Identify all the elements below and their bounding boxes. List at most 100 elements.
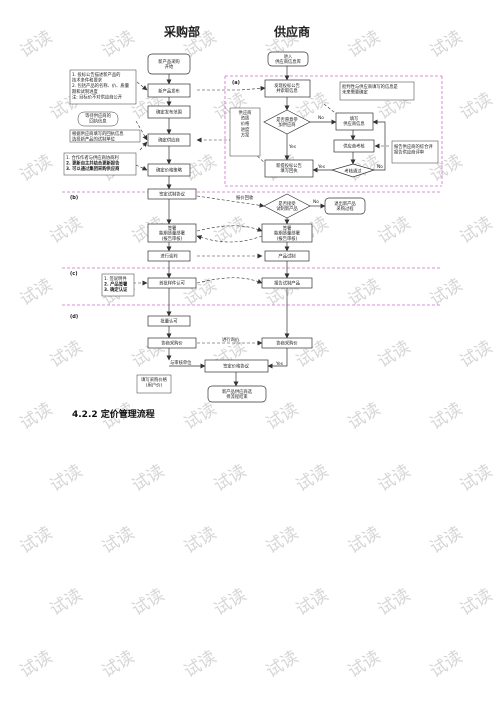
note-n7-line: 资质 — [241, 115, 250, 122]
node-bid-submit-text: 填写回执 — [280, 167, 298, 174]
node-diamond-pass-text: 考核通过 — [344, 168, 362, 175]
section-label-c: (c) — [70, 271, 78, 277]
edge-label-yes3: Yes — [275, 361, 284, 367]
note-n9-line: 填写采购价格 — [141, 376, 167, 383]
node-done-text: 新产品供应商选 — [222, 388, 253, 395]
node-sample-deal — [147, 188, 197, 200]
note-n8-line: 3. 确定认证 — [104, 286, 128, 293]
node-start-text: 新产品采购 — [158, 58, 179, 65]
node-left-purchase — [147, 337, 197, 349]
node-left-quality-text: 签署 — [168, 224, 177, 231]
section-title: 4.2.2 定价管理流程 — [72, 410, 155, 420]
note-n4-line: 1. 合作作者与供应商协商利 — [66, 154, 119, 161]
note-n3-line: 根据供应商填写的回执信息 — [72, 130, 124, 137]
node-left-approve-text: 首批样件认可 — [159, 280, 185, 287]
note-n1-line: 期和试制进度 — [72, 88, 98, 95]
edge-label-reg-info: 报价回收 — [236, 194, 254, 201]
note-n4-line: 3. 可以通过集团采购供应商 — [66, 165, 120, 172]
edge-label-no2: No — [377, 164, 383, 170]
header-procurement: 采购部 — [163, 24, 200, 39]
note-n7-line: 价格 — [241, 120, 250, 127]
node-terminate-text: 退出新产品 — [334, 200, 355, 207]
node-right-quality-text: 签署 — [283, 224, 292, 231]
edge-label-yes2: Yes — [317, 164, 326, 170]
node-product-trial-text: 产品试制 — [278, 253, 295, 260]
node-test-supply-text: 进行谈判 — [160, 253, 177, 260]
node-left-purchase-text: 协商采购价 — [161, 340, 183, 347]
node-left-quality-text: 能期质量部署 — [159, 230, 185, 237]
node-batch-approve — [147, 315, 191, 327]
node-batch-approve-text: 批量认可 — [160, 318, 178, 325]
node-diamond-interest — [263, 109, 311, 135]
note-n5-line: 批判性与供应商填写的信息是 — [342, 83, 399, 90]
note-n7-line: 供应商 — [239, 109, 253, 116]
node-notice-text: 供应商信息库 — [275, 58, 301, 65]
node-left-quality-text: (报告审核) — [162, 235, 183, 242]
node-diamond-accept-text: 试制新产品 — [276, 205, 297, 212]
edge-label-sample-price: 与审核单位 — [170, 359, 192, 366]
node-right-report — [261, 277, 313, 289]
note-n2-line: 等待供应商的 — [85, 112, 111, 119]
edge-label-no1: No — [318, 115, 324, 121]
node-confirm-sample-deal-text: 签定试制协议 — [159, 191, 185, 198]
node-left-approve — [147, 277, 197, 289]
node-terminate-text: 采购过程 — [336, 205, 354, 212]
node-confirm-supplier-text: 确定供应商 — [158, 137, 180, 144]
node-sign-price-text: 签定价格协议 — [223, 363, 249, 370]
note-n9-line: (用户价) — [146, 382, 163, 389]
node-confirm-range — [147, 105, 191, 119]
note-n5-line: 未来需要确定 — [342, 89, 368, 96]
node-release — [147, 83, 191, 98]
section-label-b: (b) — [70, 195, 78, 201]
note-n1-line: 2. 包括产品的名称、价、质量 — [72, 82, 130, 89]
node-assess-text: 供应商考核 — [343, 143, 365, 150]
note-n1-line: 技术条件和要求 — [72, 77, 103, 84]
node-test-supply — [147, 250, 191, 262]
node-right-purchase — [261, 337, 313, 349]
procurement-boxes — [147, 53, 269, 403]
node-diamond-interest-text: 是否愿意参 — [276, 116, 298, 123]
node-right-purchase-text: 协商采购价 — [276, 340, 298, 347]
edge-label-yes1: Yes — [288, 144, 297, 150]
node-release-text: 新产品发布 — [158, 88, 180, 95]
node-confirm-supplier — [147, 133, 191, 147]
node-diamond-accept — [263, 193, 311, 219]
node-right-quality — [261, 223, 313, 243]
supplier-boxes — [261, 51, 376, 349]
node-right-report-text: 报告试制产品 — [274, 280, 300, 287]
flow-connectors — [166, 66, 386, 387]
node-diamond-pass — [330, 163, 376, 178]
note-n1-line: 1. 投标公告描述新产品的 — [72, 71, 120, 78]
node-fill-info-text: 供应商信息 — [343, 120, 365, 127]
note-n4-line: 2. 更新自主并结合更新报告 — [66, 160, 120, 167]
node-right-quality-text: 能期质量部署 — [274, 230, 300, 237]
node-terminate — [324, 197, 366, 215]
section-label-d: (d) — [70, 314, 78, 320]
node-product-trial — [264, 250, 310, 262]
node-sign-price — [204, 359, 269, 373]
node-labels: 新产品采购开始进入供应商信息库新产品发布发现投标公告并索取信息确定发布范围填写供… — [156, 53, 365, 400]
node-bid-submit-text: 新提投标公告 — [276, 162, 302, 169]
node-supplier-collect-text: 并索取信息 — [276, 87, 298, 94]
node-notice — [267, 51, 309, 67]
node-diamond-interest-text: 加供应商 — [278, 121, 296, 128]
note-boxes — [63, 69, 439, 394]
node-start — [147, 53, 191, 75]
node-done — [207, 385, 267, 403]
node-done-text: 择流程结束 — [226, 393, 248, 400]
section-label-a: (a) — [232, 80, 240, 86]
node-left-quality — [147, 223, 197, 243]
node-notice-text: 进入 — [284, 53, 293, 60]
node-fill-info-text: 填写 — [350, 115, 359, 122]
node-supplier-collect-text: 发现投标公告 — [274, 82, 300, 89]
node-start-text: 开始 — [165, 63, 174, 70]
node-assess — [333, 139, 375, 153]
node-confirm-range-text: 确定发布范围 — [156, 109, 182, 116]
note-n7-line: 方案 — [241, 131, 250, 138]
note-n1-line: 注: 目标价不对供应商公开 — [72, 93, 123, 100]
node-confirm-price-text: 确定价格策略 — [156, 167, 182, 174]
node-supplier-collect — [264, 79, 311, 98]
